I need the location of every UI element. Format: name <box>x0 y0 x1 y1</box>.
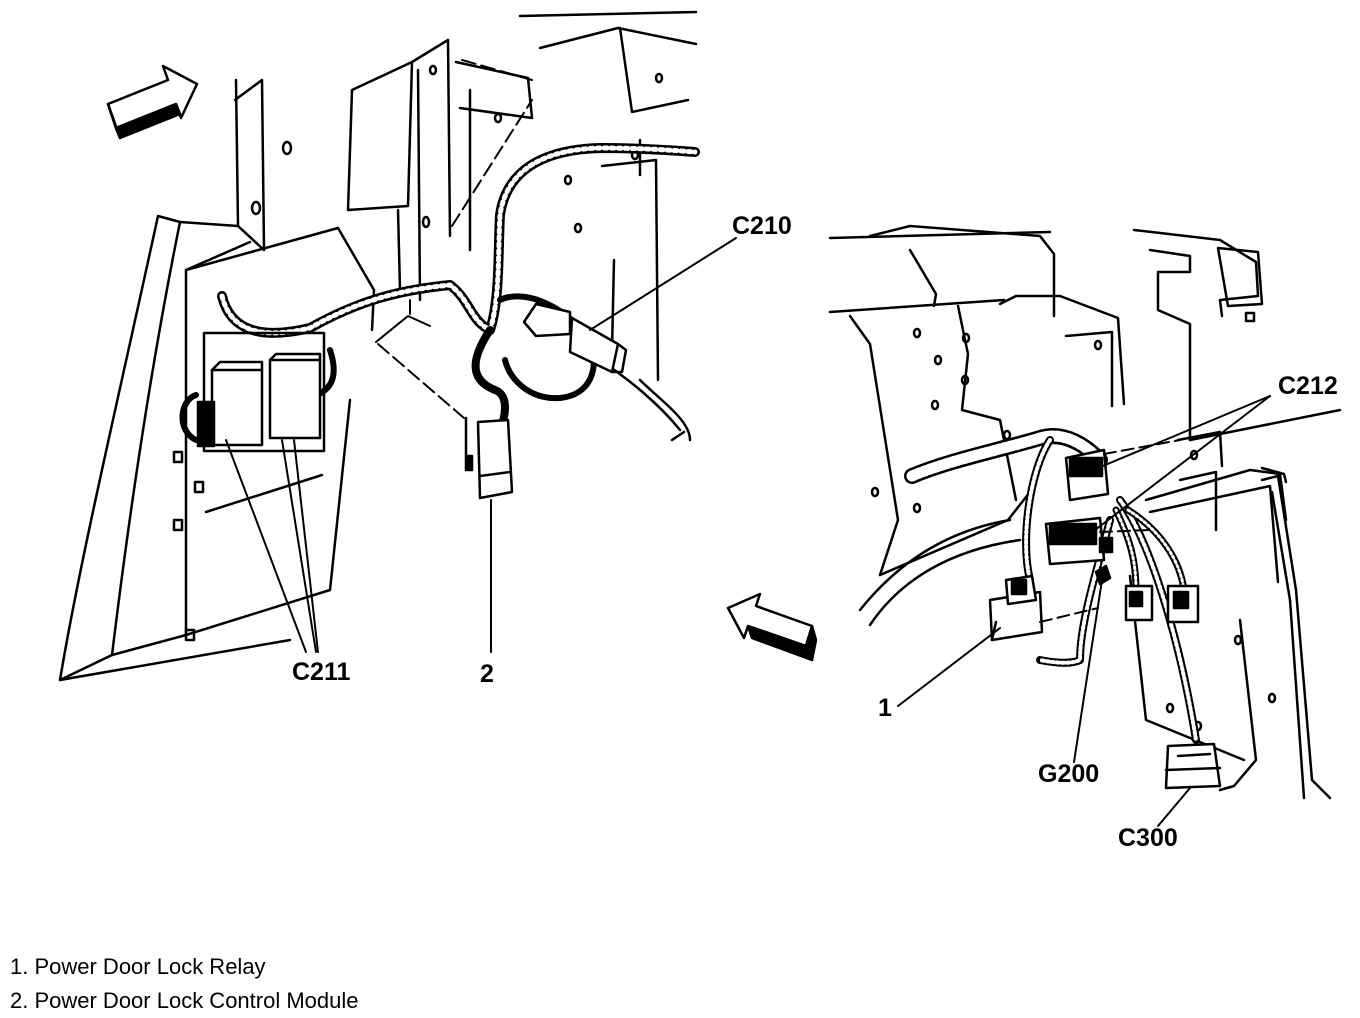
connector-c210 <box>522 302 628 374</box>
legend: 1. Power Door Lock Relay 2. Power Door L… <box>10 950 359 1018</box>
leader-c211-c <box>293 439 319 653</box>
right-body-panel <box>828 224 1342 800</box>
label-item2: 2 <box>480 660 494 688</box>
leader-g200 <box>1073 579 1103 763</box>
leader-c211-a <box>225 439 307 653</box>
right-guide-lines <box>1039 439 1181 623</box>
label-item1: 1 <box>878 694 892 722</box>
control-module <box>464 418 514 500</box>
leader-c212-b <box>1081 395 1271 541</box>
label-c300: C300 <box>1118 824 1178 852</box>
connector-c211 <box>196 331 326 453</box>
mounting-holes <box>172 64 664 642</box>
wiring-harness-right <box>904 428 1200 744</box>
leader-item1 <box>897 627 1001 707</box>
left-view <box>58 10 737 682</box>
leader-c211-b <box>281 439 317 653</box>
label-c211: C211 <box>292 658 350 686</box>
label-c212: C212 <box>1278 372 1338 400</box>
right-view <box>726 224 1342 827</box>
forward-arrow-icon <box>106 64 199 140</box>
label-c210: C210 <box>732 212 792 240</box>
leader-c210 <box>589 237 737 331</box>
connector-c212 <box>1044 448 1114 566</box>
leader-c212-a <box>1097 395 1271 469</box>
rearward-arrow-icon <box>726 592 818 662</box>
body-panel <box>58 10 698 682</box>
legend-item-1: 1. Power Door Lock Relay <box>10 954 266 979</box>
leader-c300 <box>1157 787 1191 827</box>
ground-g200 <box>1094 564 1112 586</box>
label-g200: G200 <box>1038 760 1099 788</box>
inline-connectors <box>1124 584 1200 624</box>
power-door-lock-relay <box>988 574 1044 642</box>
legend-item-2: 2. Power Door Lock Control Module <box>10 988 359 1013</box>
right-mounting-holes <box>870 311 1277 732</box>
guide-lines <box>377 59 533 419</box>
connector-c300 <box>1164 742 1222 790</box>
